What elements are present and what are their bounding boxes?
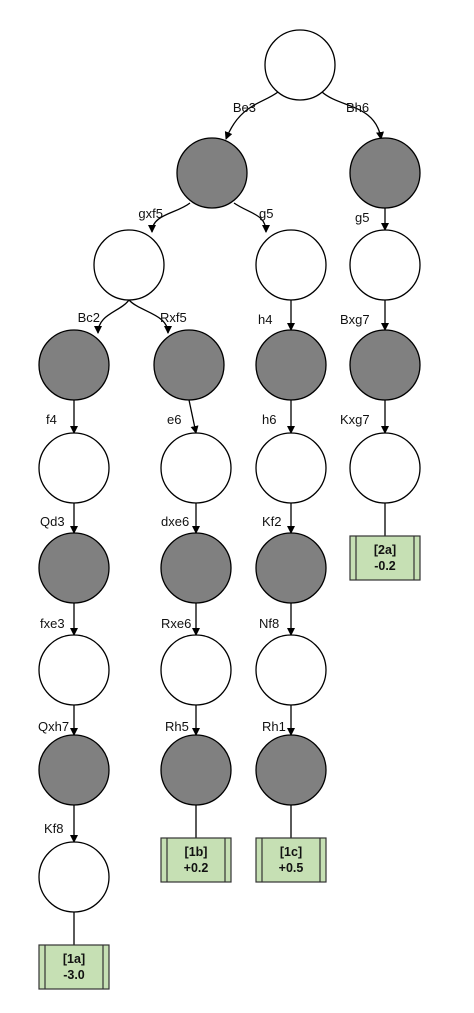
move-label: Kf2 bbox=[262, 514, 282, 529]
leaf-score: +0.5 bbox=[279, 861, 304, 875]
tree-node-gray bbox=[153, 329, 225, 401]
evaluation-leaf-box: [1c] +0.5 bbox=[255, 837, 327, 883]
move-label: Rxf5 bbox=[160, 310, 187, 325]
tree-node-gray bbox=[38, 329, 110, 401]
evaluation-leaf-box: [1b] +0.2 bbox=[160, 837, 232, 883]
tree-node-white bbox=[255, 229, 327, 301]
tree-node-gray bbox=[349, 137, 421, 209]
leaf-id: [1c] bbox=[280, 845, 302, 859]
tree-node-gray bbox=[160, 734, 232, 806]
tree-node-white bbox=[38, 432, 110, 504]
tree-node-gray bbox=[255, 329, 327, 401]
move-arrow bbox=[188, 399, 199, 434]
move-label: Kf8 bbox=[44, 821, 64, 836]
move-label: g5 bbox=[355, 210, 369, 225]
move-label: dxe6 bbox=[161, 514, 189, 529]
move-arrow bbox=[148, 202, 191, 233]
tree-node-white bbox=[255, 634, 327, 706]
move-arrow bbox=[224, 91, 279, 140]
tree-node-gray bbox=[38, 532, 110, 604]
tree-node-gray bbox=[160, 532, 232, 604]
move-label: h6 bbox=[262, 412, 276, 427]
move-label: Bc2 bbox=[78, 310, 100, 325]
tree-node-white bbox=[93, 229, 165, 301]
evaluation-leaf-box: [1a] -3.0 bbox=[38, 944, 110, 990]
move-label: Bh6 bbox=[346, 100, 369, 115]
move-label: g5 bbox=[259, 206, 273, 221]
move-label: Rh1 bbox=[262, 719, 286, 734]
tree-node-gray bbox=[255, 734, 327, 806]
move-arrow bbox=[128, 299, 172, 334]
move-label: Rxe6 bbox=[161, 616, 191, 631]
tree-node-gray bbox=[255, 532, 327, 604]
tree-node-white bbox=[255, 432, 327, 504]
move-label: Nf8 bbox=[259, 616, 279, 631]
move-label: Kxg7 bbox=[340, 412, 370, 427]
tree-node-gray bbox=[176, 137, 248, 209]
leaf-score: +0.2 bbox=[184, 861, 209, 875]
leaf-id: [1b] bbox=[185, 845, 208, 859]
leaf-id: [2a] bbox=[374, 543, 396, 557]
move-label: f4 bbox=[46, 412, 57, 427]
tree-node-white bbox=[160, 432, 232, 504]
tree-node-white bbox=[264, 29, 336, 101]
move-arrow bbox=[233, 202, 270, 233]
leaf-score: -3.0 bbox=[63, 968, 85, 982]
tree-node-white bbox=[160, 634, 232, 706]
move-label: h4 bbox=[258, 312, 272, 327]
leaf-id: [1a] bbox=[63, 952, 85, 966]
tree-node-white bbox=[38, 841, 110, 913]
move-arrow bbox=[94, 299, 130, 334]
evaluation-leaf-box: [2a] -0.2 bbox=[349, 535, 421, 581]
move-arrow bbox=[321, 91, 384, 140]
tree-node-gray bbox=[38, 734, 110, 806]
move-label: Qd3 bbox=[40, 514, 65, 529]
move-label: Bxg7 bbox=[340, 312, 370, 327]
move-label: Rh5 bbox=[165, 719, 189, 734]
move-label: Qxh7 bbox=[38, 719, 69, 734]
move-label: gxf5 bbox=[138, 206, 163, 221]
tree-node-white bbox=[38, 634, 110, 706]
tree-node-gray bbox=[349, 329, 421, 401]
tree-node-white bbox=[349, 229, 421, 301]
move-label: e6 bbox=[167, 412, 181, 427]
move-label: Be3 bbox=[233, 100, 256, 115]
move-label: fxe3 bbox=[40, 616, 65, 631]
tree-node-white bbox=[349, 432, 421, 504]
leaf-score: -0.2 bbox=[374, 559, 396, 573]
